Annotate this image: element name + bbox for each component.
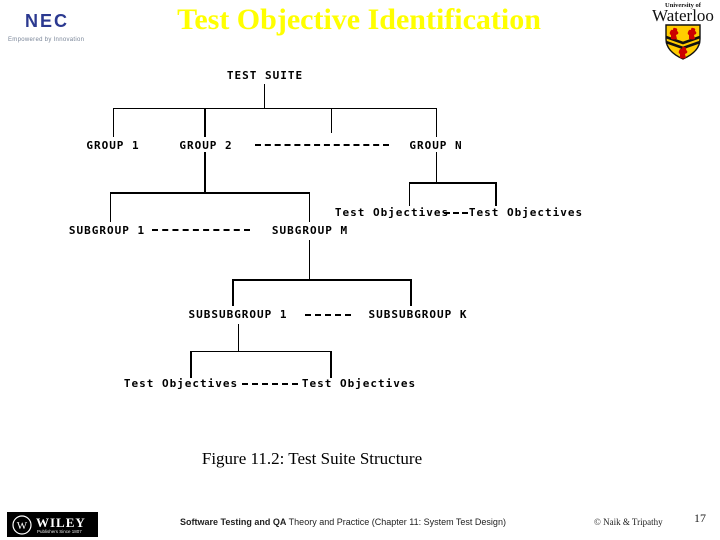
waterloo-logo-line1: University of [665, 2, 702, 9]
ellipsis-separator-subsubgroups [305, 314, 351, 316]
node-test-suite: TEST SUITE [226, 69, 304, 82]
connector-line [232, 279, 412, 281]
connector-line [113, 108, 437, 109]
connector-line [113, 108, 114, 137]
ellipsis-separator-objectives-n [444, 212, 468, 214]
node-group-2: GROUP 2 [179, 139, 233, 152]
connector-line [409, 182, 497, 184]
wiley-logo: W WILEY Publishers Since 1807 [7, 512, 98, 537]
connector-line [409, 184, 410, 206]
node-subsubgroup-k: SUBSUBGROUP K [368, 308, 468, 321]
ellipsis-separator-groups [255, 144, 389, 146]
node-test-objectives-n-right: Test Objectives [468, 206, 584, 219]
wiley-emblem-icon: W [12, 515, 32, 535]
connector-line [204, 152, 206, 193]
waterloo-logo-icon: University of Waterloo [652, 2, 714, 60]
node-subgroup-1: SUBGROUP 1 [68, 224, 146, 237]
footer-copyright: © Naik & Tripathy [594, 517, 663, 527]
connector-line [309, 240, 310, 280]
nec-logo: NEC [25, 11, 70, 31]
connector-line [410, 281, 412, 306]
node-test-objectives-n-left: Test Objectives [334, 206, 450, 219]
wiley-logo-tagline: Publishers Since 1807 [37, 529, 82, 534]
footer-book-title-rest: Theory and Practice (Chapter 11: System … [286, 517, 506, 527]
node-group-n: GROUP N [409, 139, 463, 152]
connector-line [436, 152, 437, 183]
connector-line [238, 324, 239, 352]
connector-line [190, 352, 192, 378]
svg-text:W: W [17, 520, 28, 532]
waterloo-logo-line2: Waterloo [652, 6, 714, 25]
node-group-1: GROUP 1 [86, 139, 140, 152]
connector-line [264, 84, 265, 108]
page-title: Test Objective Identification [177, 3, 541, 36]
footer-book-title-bold: Software Testing and QA [180, 517, 287, 527]
wiley-logo-name: WILEY [36, 515, 86, 530]
ellipsis-separator-subgroups [152, 229, 250, 231]
connector-line [309, 194, 310, 222]
figure-caption: Figure 11.2: Test Suite Structure [201, 449, 423, 468]
connector-line [330, 352, 332, 378]
connector-line [204, 108, 206, 137]
connector-line [110, 194, 111, 222]
connector-line [232, 281, 234, 306]
nec-logo-tagline: Empowered by Innovation [8, 37, 85, 43]
connector-line [190, 351, 332, 352]
footer-book-title: Software Testing and QA Theory and Pract… [180, 517, 506, 527]
node-test-objectives-bottom-left: Test Objectives [123, 377, 239, 390]
node-subsubgroup-1: SUBSUBGROUP 1 [188, 308, 288, 321]
connector-line [495, 184, 497, 206]
connector-line [110, 192, 310, 194]
node-subgroup-m: SUBGROUP M [271, 224, 349, 237]
node-test-objectives-bottom-right: Test Objectives [301, 377, 417, 390]
ellipsis-separator-objectives-bottom [242, 383, 298, 385]
connector-line [331, 108, 332, 133]
connector-line [436, 108, 437, 137]
page-number: 17 [694, 511, 706, 525]
